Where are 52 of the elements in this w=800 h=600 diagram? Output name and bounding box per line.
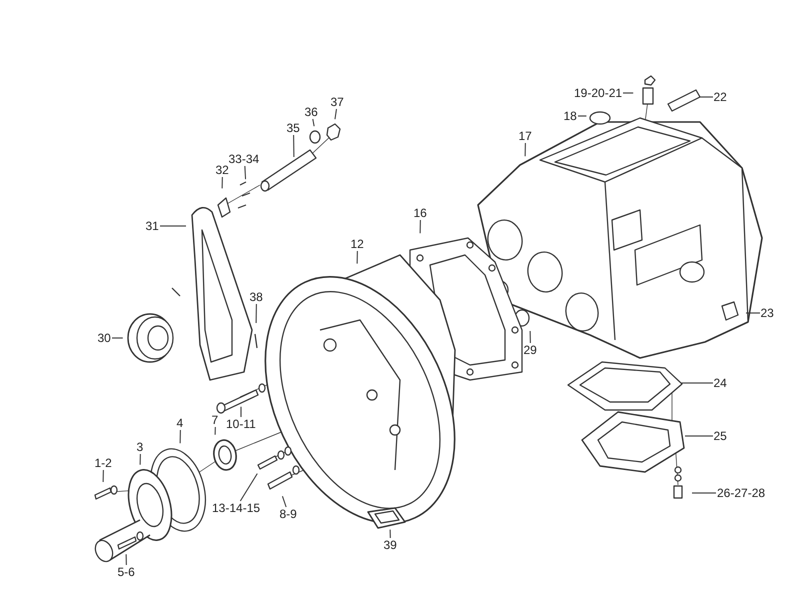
leader-line — [680, 382, 714, 384]
leader-line — [102, 470, 104, 482]
callout-number: 7 — [210, 413, 220, 427]
leader-line — [240, 473, 258, 502]
callout-number: 3 — [136, 440, 144, 454]
leader-line — [126, 554, 127, 566]
callout-number: 35 — [286, 121, 301, 135]
callout-number: 16 — [412, 206, 428, 220]
leader-line — [180, 430, 181, 444]
leader-line — [256, 304, 257, 324]
leader-line — [334, 108, 337, 120]
callout-number: 30 — [96, 331, 112, 345]
callout-number: 8-9 — [278, 507, 298, 521]
callout-number: 18 — [562, 109, 578, 123]
leader-line — [530, 330, 531, 344]
callout-number: 33-34 — [228, 152, 260, 166]
leader-line — [622, 92, 634, 94]
callout-number: 17 — [518, 129, 533, 143]
leader-line — [240, 406, 242, 418]
callout-number: 25 — [712, 429, 728, 443]
leader-line — [214, 426, 216, 436]
callout-number: 23 — [760, 306, 775, 320]
callout-number: 1-2 — [94, 456, 113, 470]
leader-line — [356, 250, 358, 264]
leader-line — [698, 96, 714, 98]
callout-number: 29 — [522, 343, 538, 357]
leader-line — [222, 176, 223, 189]
leader-line — [746, 312, 760, 314]
callout-number: 26-27-28 — [716, 486, 766, 500]
leader-line — [524, 142, 526, 157]
leader-line — [692, 492, 716, 494]
leader-line — [293, 134, 294, 158]
callout-number: 36 — [304, 105, 319, 119]
leader-line — [244, 166, 246, 180]
callout-number: 13-14-15 — [211, 501, 262, 515]
leader-line — [312, 118, 315, 127]
callout-number: 12 — [350, 237, 365, 251]
callout-number: 32 — [214, 163, 230, 177]
callout-number: 37 — [330, 95, 345, 109]
callout-number: 24 — [712, 376, 728, 390]
callout-number: 19-20-21 — [573, 86, 624, 100]
callout-number: 31 — [144, 219, 160, 233]
callout-number: 39 — [382, 538, 398, 552]
callout-number: 10-11 — [225, 417, 257, 431]
callout-number: 5-6 — [116, 565, 136, 579]
leader-line — [390, 529, 391, 538]
leader-line — [420, 220, 421, 234]
callout-number: 4 — [176, 416, 184, 430]
callout-number: 38 — [248, 290, 264, 304]
leader-line — [140, 454, 141, 466]
callout-number: 22 — [712, 90, 728, 104]
leader-line — [282, 496, 287, 508]
